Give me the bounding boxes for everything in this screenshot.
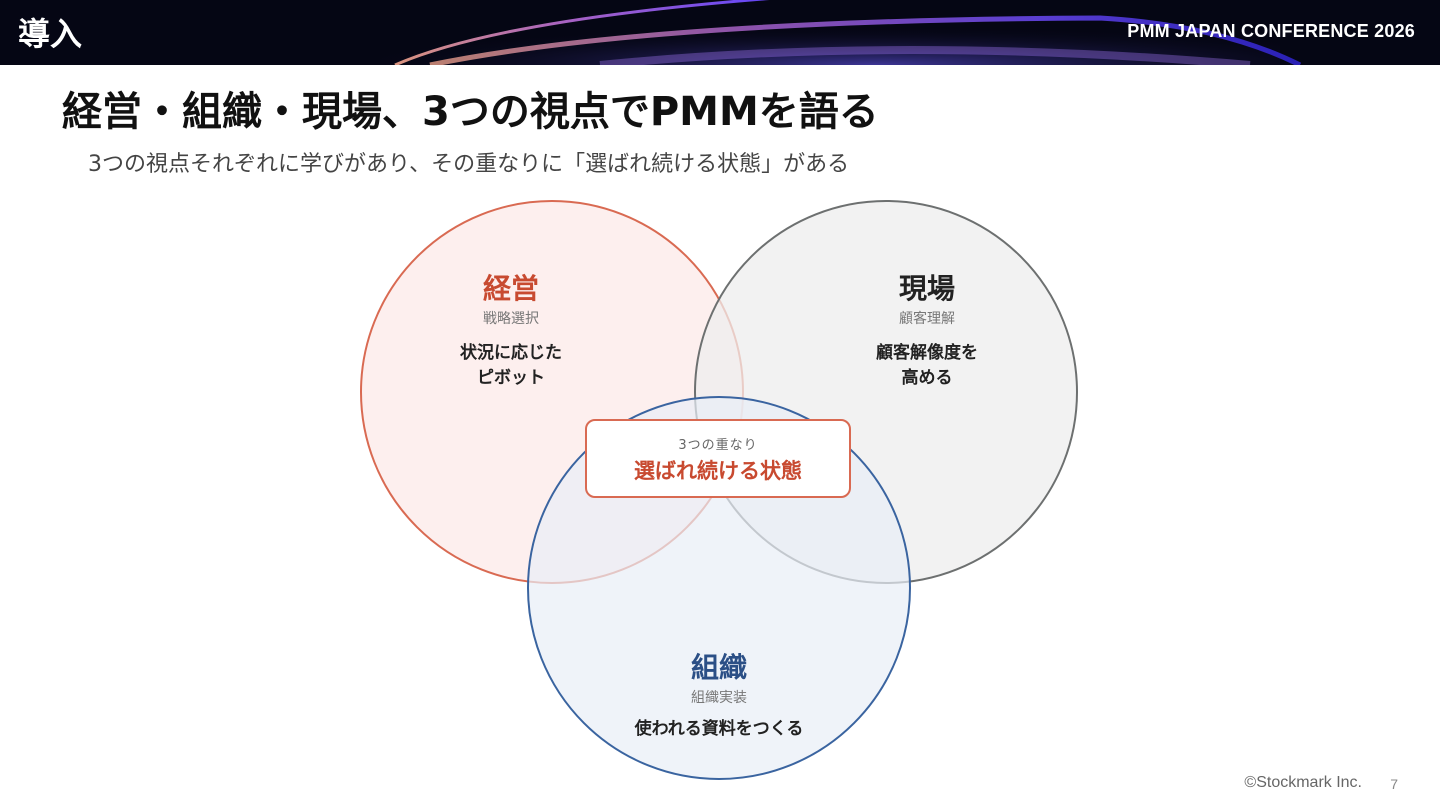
- circle-management-title: 経営: [482, 272, 540, 305]
- circle-field-desc-line-1: 顧客解像度を: [876, 343, 978, 363]
- circle-field-title: 現場: [898, 272, 956, 305]
- slide-subtitle: 3つの視点それぞれに学びがあり、その重なりに「選ばれ続ける状態」がある: [88, 152, 850, 177]
- circle-field-subtitle: 顧客理解: [899, 311, 955, 327]
- conference-name: PMM JAPAN CONFERENCE 2026: [1127, 21, 1415, 41]
- circle-field-desc-line-2: 高める: [901, 368, 953, 388]
- overlap-main-label: 選ばれ続ける状態: [634, 459, 802, 483]
- overlap-small-label: 3つの重なり: [678, 438, 758, 453]
- section-label: 導入: [18, 15, 83, 53]
- circle-organization-desc-line-1: 使われる資料をつくる: [634, 719, 804, 739]
- slide-header: 導入 PMM JAPAN CONFERENCE 2026: [0, 0, 1440, 65]
- footer-page-number: 7: [1390, 776, 1398, 792]
- overlap-callout-box: 3つの重なり 選ばれ続ける状態: [585, 419, 851, 498]
- footer-copyright: ©Stockmark Inc.: [1244, 774, 1362, 791]
- circle-management-desc-line-2: ピボット: [477, 368, 545, 388]
- header-arc-decoration: [380, 0, 1302, 65]
- circle-organization-title: 組織: [690, 651, 748, 684]
- circle-organization-subtitle: 組織実装: [691, 690, 747, 706]
- slide-title: 経営・組織・現場、3つの視点でPMMを語る: [62, 89, 879, 135]
- circle-management-desc-line-1: 状況に応じた: [460, 343, 562, 363]
- circle-management-subtitle: 戦略選択: [483, 311, 539, 327]
